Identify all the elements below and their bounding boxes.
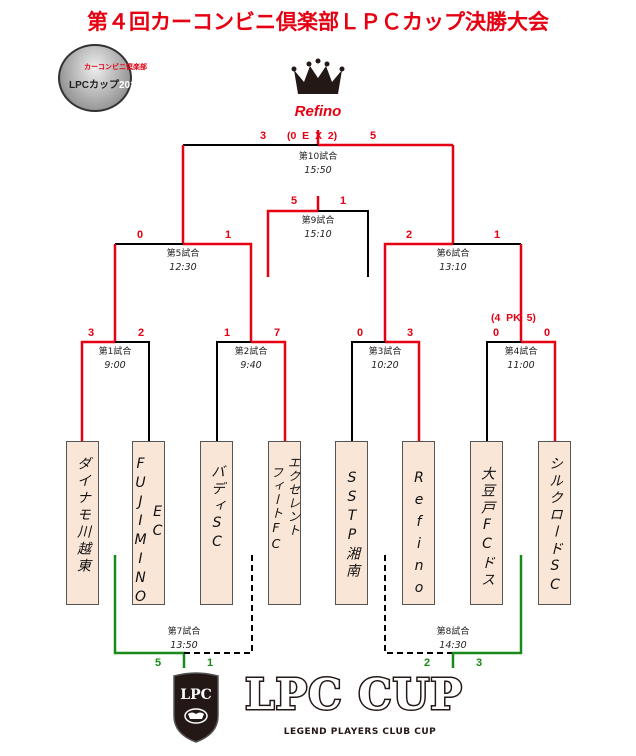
score: 5 bbox=[290, 195, 298, 207]
crown-icon bbox=[291, 58, 345, 94]
match-time: 13:10 bbox=[439, 262, 467, 273]
team-name: FUJIMINO bbox=[132, 456, 149, 608]
match-1-info: 第1試合 9:00 bbox=[75, 345, 155, 373]
team-name-line2: EC bbox=[149, 504, 166, 542]
score: 1 bbox=[206, 657, 214, 669]
match-time: 14:30 bbox=[439, 640, 467, 651]
lpc-cup-logo-text: LPC CUP bbox=[244, 670, 464, 719]
score: 0 bbox=[136, 229, 144, 241]
pk-note: (4 PK 5) bbox=[491, 312, 536, 324]
score: 3 bbox=[475, 657, 483, 669]
champion-name: Refino bbox=[294, 103, 342, 120]
score: 3 bbox=[406, 327, 414, 339]
team-name: エクセレント bbox=[285, 456, 301, 537]
match-2-info: 第2試合 9:40 bbox=[211, 345, 291, 373]
match-9-info: 第9試合 15:10 bbox=[278, 214, 358, 242]
team-box: ダイナモ川越東 bbox=[66, 441, 99, 605]
match-3-info: 第3試合 10:20 bbox=[345, 345, 425, 373]
lpc-shield-icon: LPC bbox=[173, 672, 219, 743]
match-label: 第10試合 bbox=[298, 152, 338, 162]
match-label: 第2試合 bbox=[234, 347, 268, 357]
score: 2 bbox=[405, 229, 413, 241]
score: 3 bbox=[87, 327, 95, 339]
logo-line2: LPCカップ2015 bbox=[69, 76, 141, 91]
match-time: 10:20 bbox=[371, 360, 399, 371]
team-box: SSTP湘南 bbox=[335, 441, 368, 605]
match-time: 11:00 bbox=[507, 360, 535, 371]
match-10-info: 第10試合 15:50 bbox=[278, 150, 358, 178]
extra-time-note: (0 E X 2) bbox=[287, 130, 338, 142]
team-name-line2: フィートFC bbox=[268, 466, 284, 552]
score: 1 bbox=[339, 195, 347, 207]
score: 0 bbox=[492, 327, 500, 339]
lpc-cup-subtitle: LEGEND PLAYERS CLUB CUP bbox=[283, 727, 437, 737]
score: 2 bbox=[423, 657, 431, 669]
logo-line1: カーコンビニ倶楽部 bbox=[84, 63, 147, 71]
match-4-info: 第4試合 11:00 bbox=[481, 345, 561, 373]
match-7-info: 第7試合 13:50 bbox=[144, 625, 224, 653]
team-name: 大豆戸FCドス bbox=[479, 466, 495, 589]
page-title: 第４回カーコンビニ倶楽部ＬＰＣカップ決勝大会 bbox=[87, 10, 549, 34]
match-label: 第5試合 bbox=[166, 249, 200, 259]
shield-text: LPC bbox=[180, 687, 212, 703]
match-time: 9:00 bbox=[104, 360, 126, 371]
score: 0 bbox=[543, 327, 551, 339]
score: 2 bbox=[137, 327, 145, 339]
score: 1 bbox=[493, 229, 501, 241]
match-5-info: 第5試合 12:30 bbox=[143, 247, 223, 275]
team-box: バディSC bbox=[200, 441, 233, 605]
match-label: 第4試合 bbox=[504, 347, 538, 357]
team-name: バディSC bbox=[209, 464, 225, 553]
match-8-info: 第8試合 14:30 bbox=[413, 625, 493, 653]
team-name: ダイナモ川越東 bbox=[75, 456, 91, 575]
score: 5 bbox=[369, 130, 377, 142]
team-box: シルクロードSC bbox=[538, 441, 571, 605]
match-time: 12:30 bbox=[169, 262, 197, 273]
score: 7 bbox=[273, 327, 281, 339]
score: 3 bbox=[259, 130, 267, 142]
score: 1 bbox=[223, 327, 231, 339]
score: 5 bbox=[154, 657, 162, 669]
score: 0 bbox=[356, 327, 364, 339]
match-time: 13:50 bbox=[170, 640, 198, 651]
match-time: 15:50 bbox=[304, 165, 332, 176]
team-name: Refino bbox=[411, 470, 427, 602]
match-label: 第9試合 bbox=[301, 216, 335, 226]
lpc-cup-2015-logo: カーコンビニ倶楽部 LPCカップ2015 bbox=[58, 44, 147, 112]
match-time: 9:40 bbox=[240, 360, 262, 371]
team-name: SSTP湘南 bbox=[344, 470, 360, 580]
match-6-info: 第6試合 13:10 bbox=[413, 247, 493, 275]
match-label: 第3試合 bbox=[368, 347, 402, 357]
logo-year: 2015 bbox=[119, 80, 142, 91]
logo-line2a: LPCカップ bbox=[69, 80, 119, 91]
match-label: 第6試合 bbox=[436, 249, 470, 259]
team-box: 大豆戸FCドス bbox=[470, 441, 503, 605]
match-label: 第7試合 bbox=[167, 627, 201, 637]
team-name: シルクロードSC bbox=[547, 456, 563, 596]
score: 1 bbox=[224, 229, 232, 241]
team-box: Refino bbox=[402, 441, 435, 605]
match-label: 第1試合 bbox=[98, 347, 132, 357]
match-label: 第8試合 bbox=[436, 627, 470, 637]
match-time: 15:10 bbox=[304, 229, 332, 240]
